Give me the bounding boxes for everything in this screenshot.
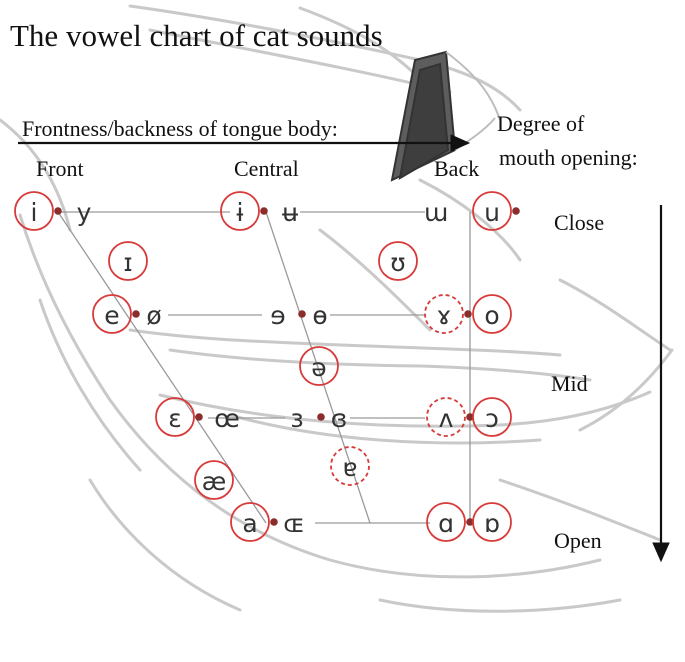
vowel-circle [14,191,54,231]
vowel-circle [155,397,195,437]
vowel-circle [108,241,148,281]
rounding-pair-dot [466,518,474,526]
vowel-ə: ə [299,346,339,386]
vowel-ɵ: ɵ [312,301,327,330]
vowel-ʉ: ʉ [282,198,298,227]
vertical-axis-label-line2: mouth opening: [499,145,638,170]
vowel-circle [472,502,512,542]
vowel-æ: æ [194,460,234,500]
vowel-symbol: ɞ [331,404,348,433]
column-label-back: Back [434,156,480,181]
vowel-symbol: ɑ [438,509,454,538]
vowel-ɛ: ɛ [155,397,203,437]
vowel-symbol: a [242,509,257,538]
row-label-open: Open [554,528,602,553]
vowel-ʊ: ʊ [378,241,418,281]
vertical-axis-label-line1: Degree of [497,111,585,136]
vowel-symbol: ɵ [312,301,327,330]
vowel-circle [92,294,132,334]
rounding-pair-dot [464,310,472,318]
vowel-symbol: ɒ [484,509,500,538]
page-title: The vowel chart of cat sounds [10,18,383,53]
rounding-pair-dot [512,207,520,215]
axis-arrows [18,134,670,563]
vowel-circle [426,397,466,437]
vowel-circle [378,241,418,281]
rounding-pair-dot [195,413,203,421]
vowel-symbol: ɛ [168,404,182,433]
rounding-pair-dot [466,413,474,421]
vowel-ɔ: ɔ [472,397,512,437]
vowel-ɶ: ɶ [283,509,304,538]
vowel-circle [472,191,512,231]
vowel-symbol: u [484,198,500,227]
vowel-œ: œ [214,404,240,433]
rounding-pair-dot [298,310,306,318]
row-label-close: Close [554,210,605,235]
vowel-symbol: ʉ [282,198,298,227]
vowel-symbol: y [77,198,92,227]
vowel-ɐ: ɐ [330,446,370,486]
row-label-mid: Mid [551,371,588,396]
rounding-pair-dot [270,518,278,526]
vowel-ɑ: ɑ [426,502,474,542]
vowel-circle [330,446,370,486]
vowel-u: u [472,191,520,231]
vowel-ɪ: ɪ [108,241,148,281]
vowel-ɯ: ɯ [424,198,448,227]
rounding-pair-dot [317,413,325,421]
vowel-symbol: ɯ [424,198,448,227]
vowel-ɨ: ɨ [220,191,268,231]
vowel-symbol: œ [214,404,240,433]
column-label-central: Central [234,156,299,181]
vowel-circle [194,460,234,500]
vowel-symbol: ɜ [290,404,303,433]
vowel-ʌ: ʌ [426,397,474,437]
chart-line [265,211,371,524]
vowel-symbol: ø [146,301,161,330]
rounding-pair-dot [54,207,62,215]
vowel-ɒ: ɒ [472,502,512,542]
vowel-symbol: ɔ [485,404,499,433]
vowel-symbol: i [31,198,38,227]
vowel-ɜ: ɜ [290,404,325,433]
vowel-i: i [14,191,62,231]
vowel-symbol: e [104,301,119,330]
vowel-symbol: ʌ [439,404,454,433]
vowel-ɞ: ɞ [331,404,348,433]
chart-line [57,211,267,524]
vowel-circle [424,294,464,334]
vowel-circle [220,191,260,231]
vowel-ø: ø [146,301,161,330]
vowel-circle [299,346,339,386]
rounding-pair-dot [132,310,140,318]
vowel-symbol: ə [311,353,326,382]
vowel-circle [472,294,512,334]
vowel-ɤ: ɤ [424,294,472,334]
vowel-symbol: ɐ [342,453,357,482]
vowel-symbol: ʊ [390,248,405,277]
vowel-e: e [92,294,140,334]
vowel-circle [426,502,466,542]
vowel-symbol: ɶ [283,509,304,538]
vowel-a: a [230,502,278,542]
vowel-y: y [77,198,92,227]
vowel-symbol: o [484,301,499,330]
horizontal-axis-label: Frontness/backness of tongue body: [22,116,338,141]
rounding-pair-dot [260,207,268,215]
vowel-ɘ: ɘ [270,301,306,330]
vowel-symbol: ɘ [270,301,285,330]
vowel-symbol: æ [202,467,227,496]
vowel-chart-grid [57,211,471,524]
vowel-symbol: ɨ [237,198,244,227]
vowel-symbol: ɤ [437,301,452,330]
column-label-front: Front [36,156,84,181]
vowel-circle [472,397,512,437]
vowel-circle [230,502,270,542]
vowel-symbol: ɪ [123,248,132,277]
vowel-o: o [472,294,512,334]
